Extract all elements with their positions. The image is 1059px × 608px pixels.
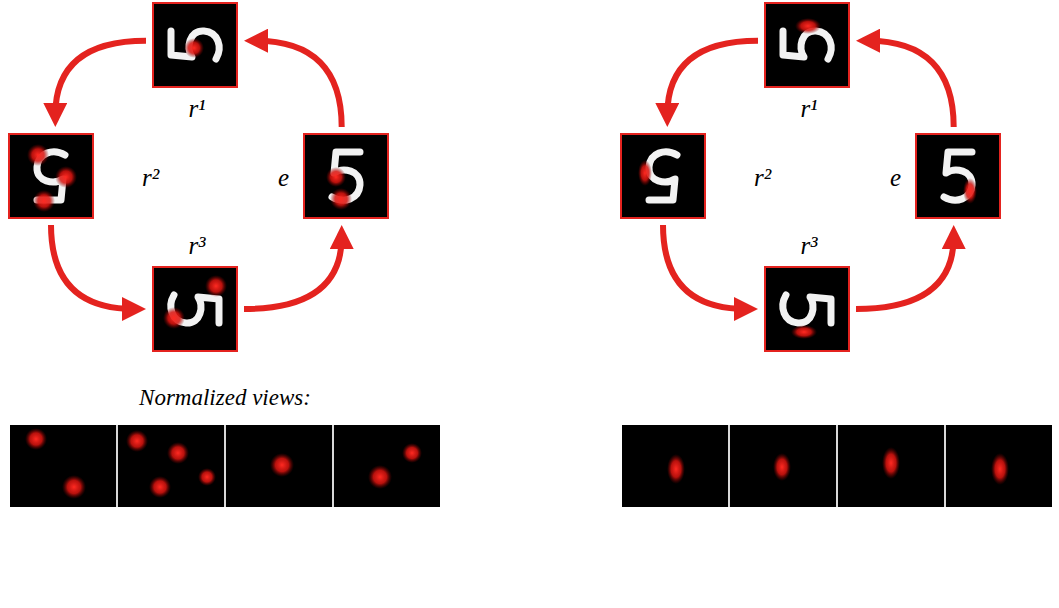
curved-arrow [51, 225, 134, 309]
strip-divider [728, 425, 730, 507]
attention-blob [27, 144, 49, 166]
attention-blob [795, 18, 821, 34]
image-ground [764, 2, 850, 88]
transform-label: e [278, 165, 289, 190]
caption-label: Normalized views: [139, 385, 311, 411]
attention-blob [963, 178, 977, 204]
attention-blob [791, 325, 817, 339]
digit-image [152, 266, 238, 352]
attention-blob [62, 475, 86, 499]
image-ground [8, 133, 94, 219]
image-box: r¹ [152, 2, 238, 88]
digit-stroke [649, 152, 677, 200]
digit-image [152, 2, 238, 88]
digit-image [764, 266, 850, 352]
digit-image [764, 2, 850, 88]
attention-blob [330, 188, 352, 210]
attention-blob [368, 465, 392, 489]
image-ground [620, 133, 706, 219]
transform-label: r¹ [188, 96, 205, 121]
attention-blob [773, 453, 791, 481]
attention-blob [33, 190, 55, 212]
attention-blob [991, 453, 1009, 485]
curved-arrow [868, 41, 954, 127]
digit-stroke [171, 31, 219, 59]
strip-divider [836, 425, 838, 507]
strip-divider [944, 425, 946, 507]
transform-label: r¹ [800, 96, 817, 121]
attention-blob [198, 468, 216, 486]
image-box: r³ [764, 266, 850, 352]
attention-blob [167, 442, 189, 464]
attention-blob [205, 275, 227, 297]
image-box: r¹ [764, 2, 850, 88]
digit-image [303, 133, 389, 219]
image-box: r² [8, 133, 94, 219]
image-ground [152, 266, 238, 352]
curved-arrow [663, 225, 746, 309]
curved-arrow [244, 237, 342, 309]
strip-divider [332, 425, 334, 507]
normalized-strip [10, 425, 440, 507]
transform-label: e [890, 165, 901, 190]
attention-blob [163, 307, 185, 329]
digit-stroke [783, 295, 831, 323]
attention-blob [326, 167, 346, 187]
curved-arrow [256, 41, 342, 127]
attention-blob [149, 476, 171, 498]
image-ground [303, 133, 389, 219]
strip-ground [622, 425, 1052, 507]
transform-label: r³ [188, 233, 205, 258]
attention-blob [25, 428, 47, 450]
attention-blob [882, 447, 900, 479]
strip-divider [116, 425, 118, 507]
digit-image [915, 133, 1001, 219]
attention-blob [184, 38, 204, 58]
image-box: r³ [152, 266, 238, 352]
strip-divider [224, 425, 226, 507]
normalized-strip [622, 425, 1052, 507]
attention-blob [402, 443, 422, 463]
transform-label: r² [142, 165, 159, 190]
attention-blob [55, 166, 77, 188]
attention-blob [270, 453, 294, 477]
digit-image [8, 133, 94, 219]
attention-blob [126, 430, 148, 452]
attention-blob [638, 160, 652, 186]
image-box: e [303, 133, 389, 219]
curved-arrow [667, 41, 758, 115]
curved-arrow [55, 41, 146, 115]
transform-label: r² [754, 165, 771, 190]
image-box: e [915, 133, 1001, 219]
digit-stroke [783, 31, 831, 59]
digit-image [620, 133, 706, 219]
image-box: r² [620, 133, 706, 219]
image-ground [915, 133, 1001, 219]
curved-arrow [856, 237, 954, 309]
image-ground [152, 2, 238, 88]
image-ground [764, 266, 850, 352]
strip-ground [10, 425, 440, 507]
attention-blob [667, 454, 685, 484]
transform-label: r³ [800, 233, 817, 258]
